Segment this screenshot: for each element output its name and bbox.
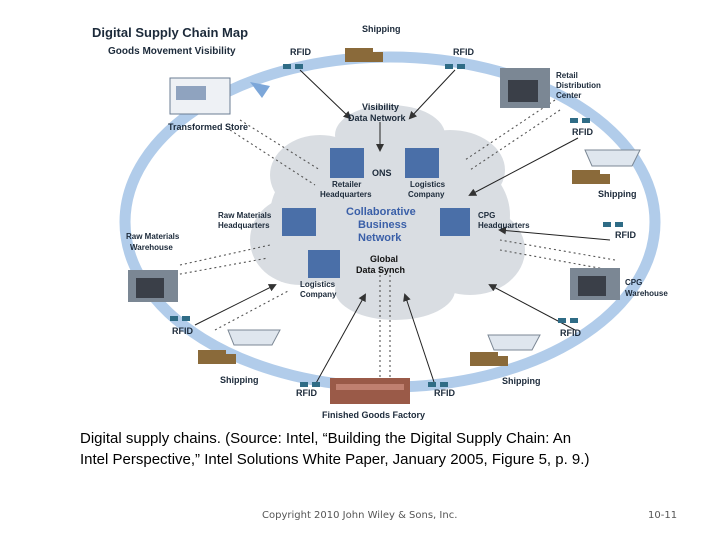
label-rfid-right-low: RFID: [560, 328, 581, 338]
diagram-subtitle: Goods Movement Visibility: [108, 46, 236, 57]
logistics-bottom-building: [308, 250, 340, 278]
label-retail-dc-3: Center: [556, 91, 581, 100]
label-raw-hq-1: Raw Materials: [218, 211, 272, 220]
cpg-warehouse-building: [570, 268, 620, 300]
label-rfid-bottom-left: RFID: [296, 388, 317, 398]
logistics-top-building: [405, 148, 439, 178]
digital-supply-chain-diagram: Digital Supply Chain Map Goods Movement …: [92, 24, 668, 420]
rfid-tags: [170, 64, 623, 387]
raw-materials-hq-building: [282, 208, 316, 236]
label-retail-dc-1: Retail: [556, 71, 578, 80]
label-global-1: Global: [370, 254, 398, 264]
label-shipping-bottom-left: Shipping: [220, 375, 259, 385]
label-network-2: Business: [358, 219, 407, 231]
label-visibility-2: Data Network: [348, 113, 407, 123]
label-rfid-top-right: RFID: [453, 47, 474, 57]
label-raw-wh-1: Raw Materials: [126, 232, 180, 241]
raw-materials-warehouse-building: [128, 270, 178, 302]
copyright-footer: Copyright 2010 John Wiley & Sons, Inc.: [262, 510, 458, 521]
hq-buildings: [282, 148, 470, 278]
transformed-store-building: [169, 77, 231, 115]
diagram-title: Digital Supply Chain Map: [92, 25, 248, 40]
label-shipping-right: Shipping: [598, 189, 637, 199]
label-retailer-hq-2: Headquarters: [320, 190, 372, 199]
label-cpg-wh-1: CPG: [625, 278, 642, 287]
label-cpg-hq-2: Headquarters: [478, 221, 530, 230]
label-retail-dc-2: Distribution: [556, 81, 601, 90]
label-raw-wh-2: Warehouse: [130, 243, 173, 252]
label-logistics-bottom-2: Company: [300, 290, 337, 299]
label-rfid-right-upper: RFID: [572, 127, 593, 137]
label-logistics-top-1: Logistics: [410, 180, 446, 189]
finished-goods-factory-building: [330, 378, 410, 404]
cpg-hq-building: [440, 208, 470, 236]
figure-caption: Digital supply chains. (Source: Intel, “…: [80, 428, 680, 470]
label-network-1: Collaborative: [346, 206, 416, 218]
label-raw-hq-2: Headquarters: [218, 221, 270, 230]
label-visibility-1: Visibility: [362, 102, 399, 112]
label-ons: ONS: [372, 168, 392, 178]
caption-line-2: Intel Perspective,” Intel Solutions Whit…: [80, 451, 590, 468]
label-rfid-left-low: RFID: [172, 326, 193, 336]
truck-icons: [198, 48, 610, 366]
label-cpg-wh-2: Warehouse: [625, 289, 668, 298]
ship-icons: [227, 149, 641, 351]
label-logistics-bottom-1: Logistics: [300, 280, 336, 289]
label-cpg-hq-1: CPG: [478, 211, 495, 220]
caption-line-1: Digital supply chains. (Source: Intel, “…: [80, 430, 572, 447]
retail-dc-building: [500, 68, 550, 108]
data-flow-arrows: [174, 99, 616, 380]
label-transformed-store: Transformed Store: [168, 122, 248, 132]
label-global-2: Data Synch: [356, 265, 405, 275]
label-logistics-top-2: Company: [408, 190, 445, 199]
label-network-3: Network: [358, 232, 402, 244]
label-finished-goods: Finished Goods Factory: [322, 410, 425, 420]
slide-number: 10-11: [648, 510, 678, 521]
label-retailer-hq-1: Retailer: [332, 180, 361, 189]
label-rfid-bottom-right: RFID: [434, 388, 455, 398]
label-rfid-right-mid: RFID: [615, 230, 636, 240]
loop-arrow-head: [250, 82, 270, 98]
label-shipping-top: Shipping: [362, 24, 401, 34]
label-rfid-top-left: RFID: [290, 47, 311, 57]
retailer-hq-building: [330, 148, 364, 178]
label-shipping-bottom-right: Shipping: [502, 376, 541, 386]
